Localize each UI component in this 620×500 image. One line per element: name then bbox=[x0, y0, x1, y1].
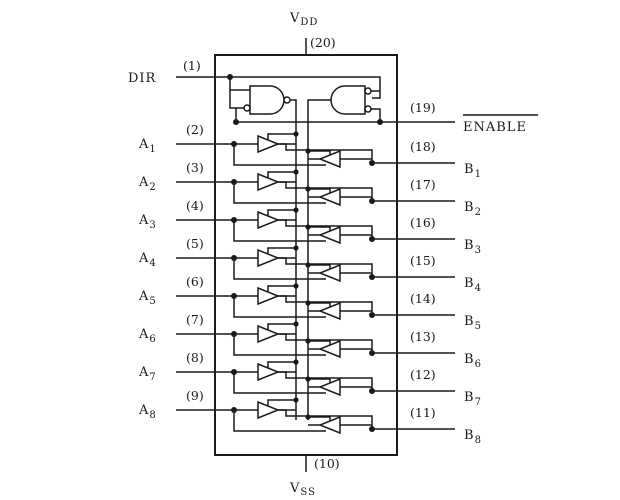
vss-pin-number: (10) bbox=[314, 456, 340, 471]
a2-output-route bbox=[278, 181, 373, 201]
gate-a-output-wire bbox=[290, 99, 297, 420]
a1-pin-number: (2) bbox=[186, 122, 204, 137]
b7-return-route bbox=[233, 372, 326, 394]
a7-enable-tap bbox=[267, 361, 296, 368]
b2-pin-number: (17) bbox=[410, 177, 436, 192]
b5-enable-tap bbox=[308, 302, 331, 307]
b6-enable-tap bbox=[308, 340, 331, 345]
b8-enable-tap bbox=[308, 416, 331, 421]
control-gate-b-invert-bubble bbox=[364, 105, 372, 113]
b4-return-route bbox=[233, 258, 326, 280]
b5-label: B5 bbox=[464, 314, 482, 332]
b3-label: B3 bbox=[464, 238, 482, 256]
b7-pin-number: (12) bbox=[410, 367, 436, 382]
b4-label: B4 bbox=[464, 276, 482, 294]
b2-label: B2 bbox=[464, 200, 482, 218]
a8-label: A8 bbox=[138, 403, 157, 421]
a8-enable-tap bbox=[267, 399, 296, 406]
a5-output-route bbox=[278, 295, 373, 315]
a3-output-route bbox=[278, 219, 373, 239]
enable-junction-left bbox=[233, 119, 239, 125]
a4-output-route bbox=[278, 257, 373, 277]
b8-return-route bbox=[233, 410, 326, 432]
dir-pin-number: (1) bbox=[183, 58, 201, 73]
a1-output-route bbox=[278, 143, 373, 163]
b2-return-route bbox=[233, 182, 326, 204]
a7-label: A7 bbox=[138, 365, 157, 383]
control-gate-a-invert-bubble bbox=[243, 104, 251, 112]
a7-pin-number: (8) bbox=[186, 350, 204, 365]
b5-return-route bbox=[233, 296, 326, 318]
vdd-label: VDD bbox=[289, 11, 318, 28]
dir-to-a-gate-wire bbox=[229, 77, 250, 91]
b1-enable-tap bbox=[308, 150, 331, 155]
dir-label: DIR bbox=[128, 71, 157, 86]
gate-b-output-wire bbox=[307, 99, 331, 420]
a1-enable-tap bbox=[267, 133, 296, 140]
a7-output-route bbox=[278, 371, 373, 391]
enable-to-gate-b-wire bbox=[371, 108, 381, 122]
vdd-pin-number: (20) bbox=[310, 35, 336, 50]
a1-label: A1 bbox=[138, 137, 157, 155]
b1-pin-number: (18) bbox=[410, 139, 436, 154]
b4-pin-number: (15) bbox=[410, 253, 436, 268]
a5-pin-number: (6) bbox=[186, 274, 204, 289]
control-gate-b-input-bubble bbox=[364, 87, 372, 95]
dir-inverter-feed-wire bbox=[229, 90, 244, 109]
a6-enable-tap bbox=[267, 323, 296, 330]
a4-label: A4 bbox=[138, 251, 157, 269]
dir-to-enable-gate-wire bbox=[230, 76, 381, 99]
b8-pin-number: (11) bbox=[410, 405, 436, 420]
a6-pin-number: (7) bbox=[186, 312, 204, 327]
b6-label: B6 bbox=[464, 352, 482, 370]
b7-label: B7 bbox=[464, 390, 482, 408]
b1-return-route bbox=[233, 144, 326, 166]
ic-package-outline bbox=[214, 54, 398, 456]
a5-enable-tap bbox=[267, 285, 296, 292]
b6-pin-number: (13) bbox=[410, 329, 436, 344]
vss-label: VSS bbox=[289, 481, 316, 498]
a8-output-route bbox=[278, 409, 373, 429]
a2-pin-number: (3) bbox=[186, 160, 204, 175]
b6-return-route bbox=[233, 334, 326, 356]
enable-pin-number: (19) bbox=[410, 100, 436, 115]
b4-enable-tap bbox=[308, 264, 331, 269]
b3-pin-number: (16) bbox=[410, 215, 436, 230]
b5-pin-number: (14) bbox=[410, 291, 436, 306]
a2-label: A2 bbox=[138, 175, 157, 193]
a6-output-route bbox=[278, 333, 373, 353]
a8-pin-number: (9) bbox=[186, 388, 204, 403]
a4-pin-number: (5) bbox=[186, 236, 204, 251]
a3-enable-tap bbox=[267, 209, 296, 216]
b7-enable-tap bbox=[308, 378, 331, 383]
b1-label: B1 bbox=[464, 162, 482, 180]
b8-label: B8 bbox=[464, 428, 482, 446]
enable-label: ENABLE bbox=[463, 120, 527, 135]
control-gate-a bbox=[249, 85, 285, 115]
b2-enable-tap bbox=[308, 188, 331, 193]
b3-enable-tap bbox=[308, 226, 331, 231]
control-gate-a-output-bubble bbox=[283, 96, 291, 104]
a2-enable-tap bbox=[267, 171, 296, 178]
a3-pin-number: (4) bbox=[186, 198, 204, 213]
control-gate-b bbox=[330, 85, 366, 115]
a4-enable-tap bbox=[267, 247, 296, 254]
a3-label: A3 bbox=[138, 213, 157, 231]
a5-label: A5 bbox=[138, 289, 157, 307]
enable-junction-right bbox=[377, 119, 383, 125]
a6-label: A6 bbox=[138, 327, 157, 345]
b3-return-route bbox=[233, 220, 326, 242]
